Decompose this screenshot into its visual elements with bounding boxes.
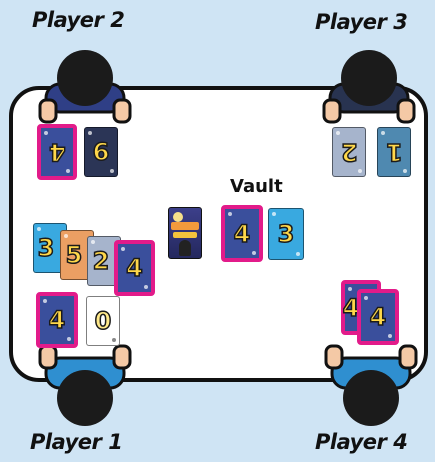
player-2-card[interactable]: 6 — [84, 127, 118, 177]
card-value: 4 — [234, 222, 251, 246]
player-3-card[interactable]: 2 — [332, 127, 366, 177]
card-value: 2 — [341, 140, 358, 164]
card-value: 5 — [66, 243, 83, 267]
player-1-label: Player 1 — [30, 430, 122, 454]
player-3-label: Player 3 — [315, 10, 407, 34]
vault-card[interactable]: 3 — [268, 208, 304, 260]
draw-deck[interactable] — [168, 207, 202, 259]
player-1-card[interactable]: 4 — [36, 292, 78, 348]
card-value: 4 — [126, 256, 143, 280]
player-4-label: Player 4 — [315, 430, 407, 454]
card-value: 4 — [49, 308, 66, 332]
player-3-avatar — [314, 40, 424, 125]
card-value: 1 — [386, 140, 403, 164]
card-value: 2 — [93, 249, 110, 273]
player-1-card[interactable]: 4 — [114, 240, 155, 296]
card-value: 0 — [95, 309, 112, 333]
vault-label: Vault — [230, 176, 283, 197]
card-value: 3 — [38, 236, 55, 260]
vault-card[interactable]: 4 — [221, 205, 263, 262]
player-3-card[interactable]: 1 — [377, 127, 411, 177]
card-value: 3 — [278, 222, 295, 246]
player-4-card[interactable]: 4 — [357, 289, 399, 345]
player-2-card[interactable]: 4 — [37, 124, 77, 180]
player-2-avatar — [30, 40, 140, 125]
card-value: 6 — [93, 140, 110, 164]
card-value: 4 — [49, 140, 66, 164]
player-1-card[interactable]: 0 — [86, 296, 120, 346]
player-2-label: Player 2 — [32, 8, 124, 32]
player-4-avatar — [316, 340, 426, 430]
player-1-avatar — [30, 340, 140, 430]
card-value: 4 — [370, 305, 387, 329]
